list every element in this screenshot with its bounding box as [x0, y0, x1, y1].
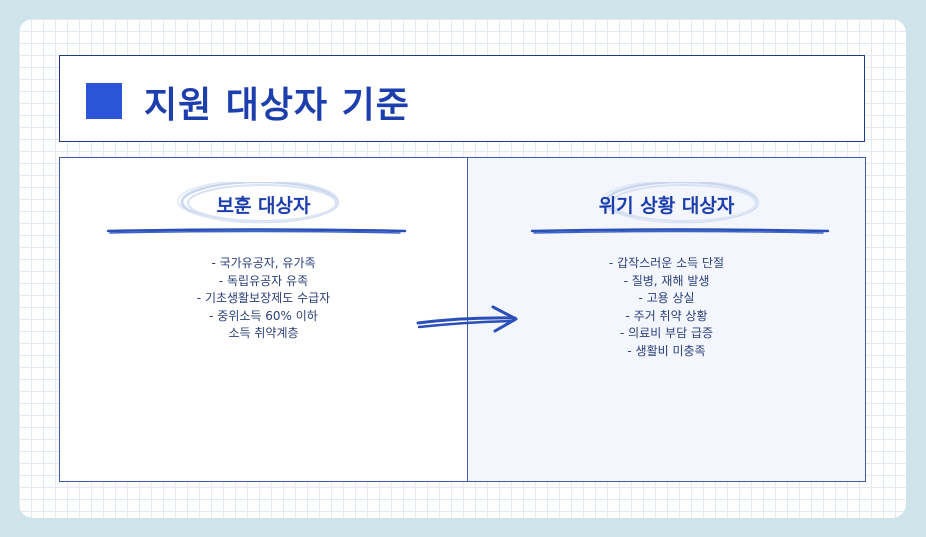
list-item: - 기초생활보장제도 수급자 — [196, 291, 331, 305]
right-heading-area: 위기 상황 대상자 — [468, 182, 865, 242]
scribble-underline-icon — [530, 228, 830, 234]
list-item: - 주거 취약 상황 — [625, 308, 708, 323]
scribble-underline-icon — [106, 228, 407, 234]
list-item: - 질병, 재해 발생 — [623, 273, 710, 288]
list-item: - 생활비 미충족 — [627, 343, 706, 358]
list-item: - 국가유공자, 유가족 — [211, 256, 316, 270]
list-item: - 고용 상실 — [638, 291, 695, 305]
list-item: - 독립유공자 유족 — [218, 273, 309, 288]
list-item: - 갑작스러운 소득 단절 — [608, 256, 725, 270]
list-item: - 의료비 부담 급증 — [619, 326, 714, 340]
right-heading: 위기 상황 대상자 — [598, 195, 735, 217]
left-panel: 보훈 대상자 - 국가유공자, 유가족 - 독립유공자 유족 - 기초생활보장제… — [59, 157, 468, 482]
hand-drawn-ellipse-icon — [601, 182, 760, 224]
right-panel: 위기 상황 대상자 - 갑작스러운 소득 단절 - 질병, 재해 발생 - 고용… — [468, 157, 866, 482]
page-title: 지원 대상자 기준 — [144, 85, 410, 126]
arrow-right-icon — [416, 305, 518, 333]
right-item-list: - 갑작스러운 소득 단절 - 질병, 재해 발생 - 고용 상실 - 주거 취… — [468, 255, 865, 360]
left-heading-area: 보훈 대상자 — [60, 182, 467, 242]
hand-drawn-ellipse-icon — [177, 182, 340, 224]
list-item: - 중위소득 60% 이하 — [209, 308, 318, 323]
list-item: 소득 취약계층 — [228, 326, 299, 340]
left-item-list: - 국가유공자, 유가족 - 독립유공자 유족 - 기초생활보장제도 수급자 -… — [60, 255, 467, 343]
left-heading: 보훈 대상자 — [216, 195, 311, 217]
title-box: 지원 대상자 기준 — [59, 55, 865, 142]
square-marker-icon — [86, 83, 122, 119]
